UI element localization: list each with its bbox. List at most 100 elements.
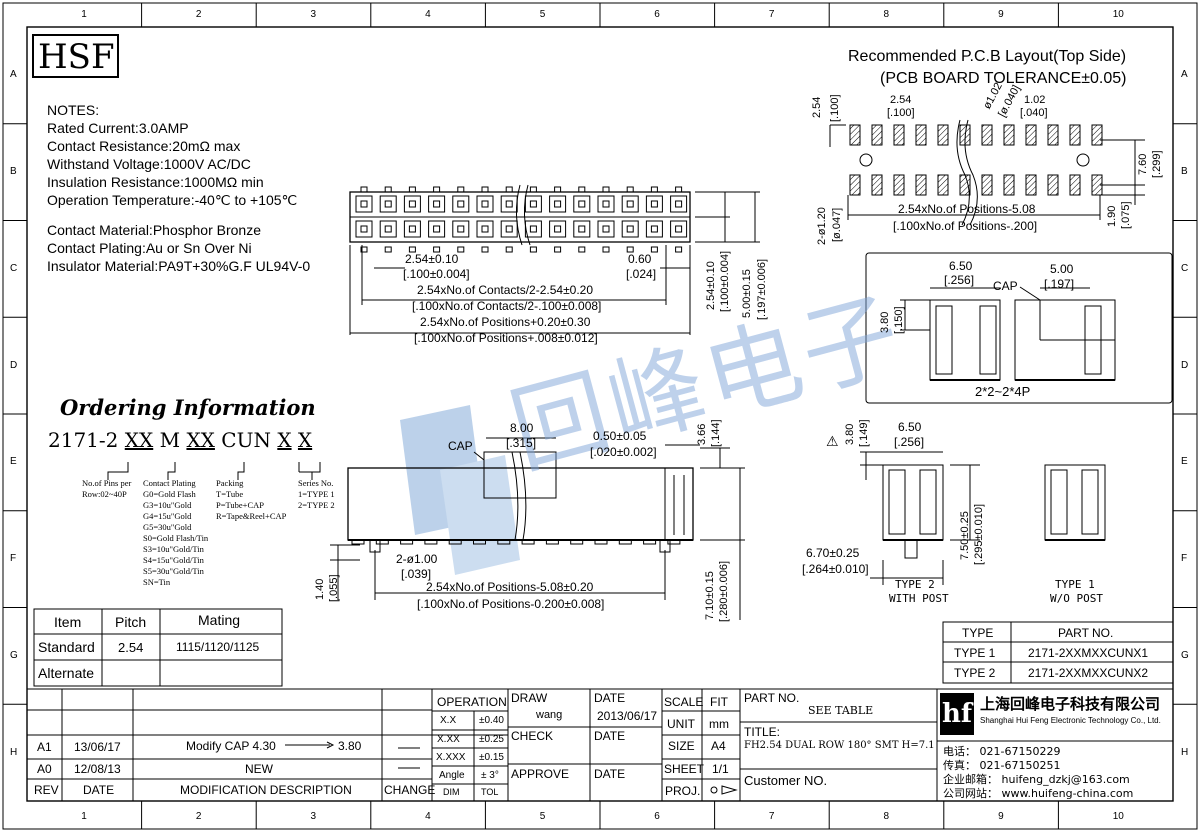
contact-pin — [529, 200, 537, 208]
rev-cell: 13/06/17 — [74, 740, 121, 754]
contact-cavity — [597, 220, 615, 238]
note-line: Operation Temperature:-40℃ to +105℃ — [47, 192, 298, 208]
dim-label: 7.50±0.25 — [959, 511, 971, 560]
ordering-line: No.of Pins per — [82, 478, 132, 488]
grid-col-label: 9 — [998, 811, 1004, 822]
contact-cavity — [428, 220, 446, 238]
contact-cavity — [452, 195, 470, 213]
unit-label: UNIT — [667, 717, 695, 731]
solder-tail — [384, 186, 392, 193]
code-packing: X — [277, 428, 292, 452]
pcb-pad — [915, 174, 927, 196]
customer-label: Customer NO. — [744, 773, 828, 788]
cap-label: CAP — [993, 279, 1018, 293]
solder-tail — [602, 186, 610, 193]
tol-tol-header: TOL — [481, 787, 499, 797]
dim-label: [.197±0.006] — [756, 258, 768, 320]
grid-col-label: 1 — [81, 9, 87, 20]
code-m: M — [159, 428, 181, 452]
side-view-pins — [351, 539, 681, 553]
pcb-pad — [1047, 124, 1059, 146]
dim-label: [.039] — [401, 567, 432, 581]
grid-col-label: 6 — [654, 811, 660, 822]
side-solder-tail — [497, 539, 511, 545]
pcb-pad — [849, 124, 861, 146]
frame-grid-ticks — [3, 3, 1197, 829]
title-label: TITLE: — [744, 725, 781, 739]
tol-key: X.XX — [437, 734, 460, 745]
tol-val: ±0.15 — [479, 752, 504, 763]
dim-label: 1.02 — [1024, 94, 1046, 106]
grid-col-label: 6 — [654, 9, 660, 20]
pcb-title: Recommended P.C.B Layout(Top Side) — [848, 48, 1127, 65]
dim-label: [.100xNo.of Contacts/2-.100±0.008] — [412, 299, 602, 313]
solder-tail — [433, 246, 441, 253]
dim-label: [.264±0.010] — [802, 562, 869, 576]
pcb-pad — [1069, 174, 1081, 196]
tol-key: X.XXX — [436, 752, 466, 763]
ordering-line: Row:02~40P — [82, 489, 127, 499]
grid-col-label: 1 — [81, 811, 87, 822]
contact-cavity — [621, 195, 639, 213]
scale-label: SCALE — [664, 695, 704, 709]
contact-pin — [602, 200, 610, 208]
ordering-line: S3=10u"Gold/Tin — [143, 544, 204, 554]
rev-header: MODIFICATION DESCRIPTION — [180, 783, 352, 797]
contact-cavity — [355, 220, 373, 238]
solder-tail — [481, 246, 489, 253]
grid-col-label: 10 — [1112, 811, 1124, 822]
grid-col-label: 9 — [998, 9, 1004, 20]
warn-icon: ⚠ — [826, 433, 839, 449]
tol-key: X.X — [440, 715, 457, 726]
dim-label: 3.80 — [879, 311, 891, 333]
contact-cavity — [621, 220, 639, 238]
contact-pin — [408, 225, 416, 233]
pcb-pad — [981, 174, 993, 196]
note-line: Insulation Resistance:1000MΩ min — [47, 174, 264, 190]
mating-header: Mating — [198, 612, 241, 628]
contact-pin — [650, 200, 658, 208]
dim-label: [.100xNo.of Positions+.008±0.012] — [414, 331, 598, 345]
mating-cell: Standard — [38, 639, 95, 655]
grid-col-label: 7 — [768, 9, 775, 20]
solder-tail — [578, 246, 586, 253]
solder-tail — [626, 246, 634, 253]
grid-row-label: E — [1181, 456, 1188, 468]
contact-pin — [529, 225, 537, 233]
solder-tail — [626, 186, 634, 193]
pcb-pad — [893, 124, 905, 146]
check-date-label: DATE — [594, 729, 626, 743]
solder-tail — [602, 246, 610, 253]
dim-label: [.197] — [1044, 277, 1075, 291]
pcb-pad — [981, 124, 993, 146]
rev-header: REV — [34, 783, 59, 797]
grid-col-label: 7 — [768, 811, 775, 822]
dim-label: 2.54xNo.of Contacts/2-2.54±0.20 — [417, 283, 594, 297]
cap-view-label: 2*2~2*4P — [975, 384, 1031, 399]
contact-cavity — [355, 195, 373, 213]
dim-label: [.100] — [829, 94, 841, 122]
contact-cavity — [403, 195, 421, 213]
solder-tail — [505, 186, 513, 193]
pcb-pad — [915, 124, 927, 146]
dim-label: [ø.047] — [831, 207, 843, 242]
type-table-cell: TYPE 2 — [954, 666, 996, 680]
dim-label: 1.90 — [1106, 205, 1118, 227]
contact-pin — [360, 225, 368, 233]
dim-label: 3.66 — [696, 423, 708, 445]
company-mail: 企业邮箱： huifeng_dzkj@163.com — [943, 773, 1130, 786]
note-line: Insulator Material:PA9T+30%G.F UL94V-0 — [47, 258, 311, 274]
type1-sublabel: W/O POST — [1050, 592, 1103, 605]
side-solder-tail — [667, 539, 681, 545]
dim-label: 6.50 — [949, 259, 973, 273]
ordering-line: Contact Plating — [143, 478, 196, 488]
type-table-cell: 2171-2XXMXXCUNX2 — [1028, 666, 1149, 680]
pcb-pad — [871, 174, 883, 196]
pcb-pad — [1025, 174, 1037, 196]
dim-label: [.149] — [858, 419, 870, 447]
dim-label: 6.70±0.25 — [806, 546, 860, 560]
dim-label: 2-ø1.00 — [396, 552, 438, 566]
side-solder-tail — [424, 539, 438, 545]
grid-row-label: F — [10, 553, 17, 565]
contact-cavity — [379, 195, 397, 213]
